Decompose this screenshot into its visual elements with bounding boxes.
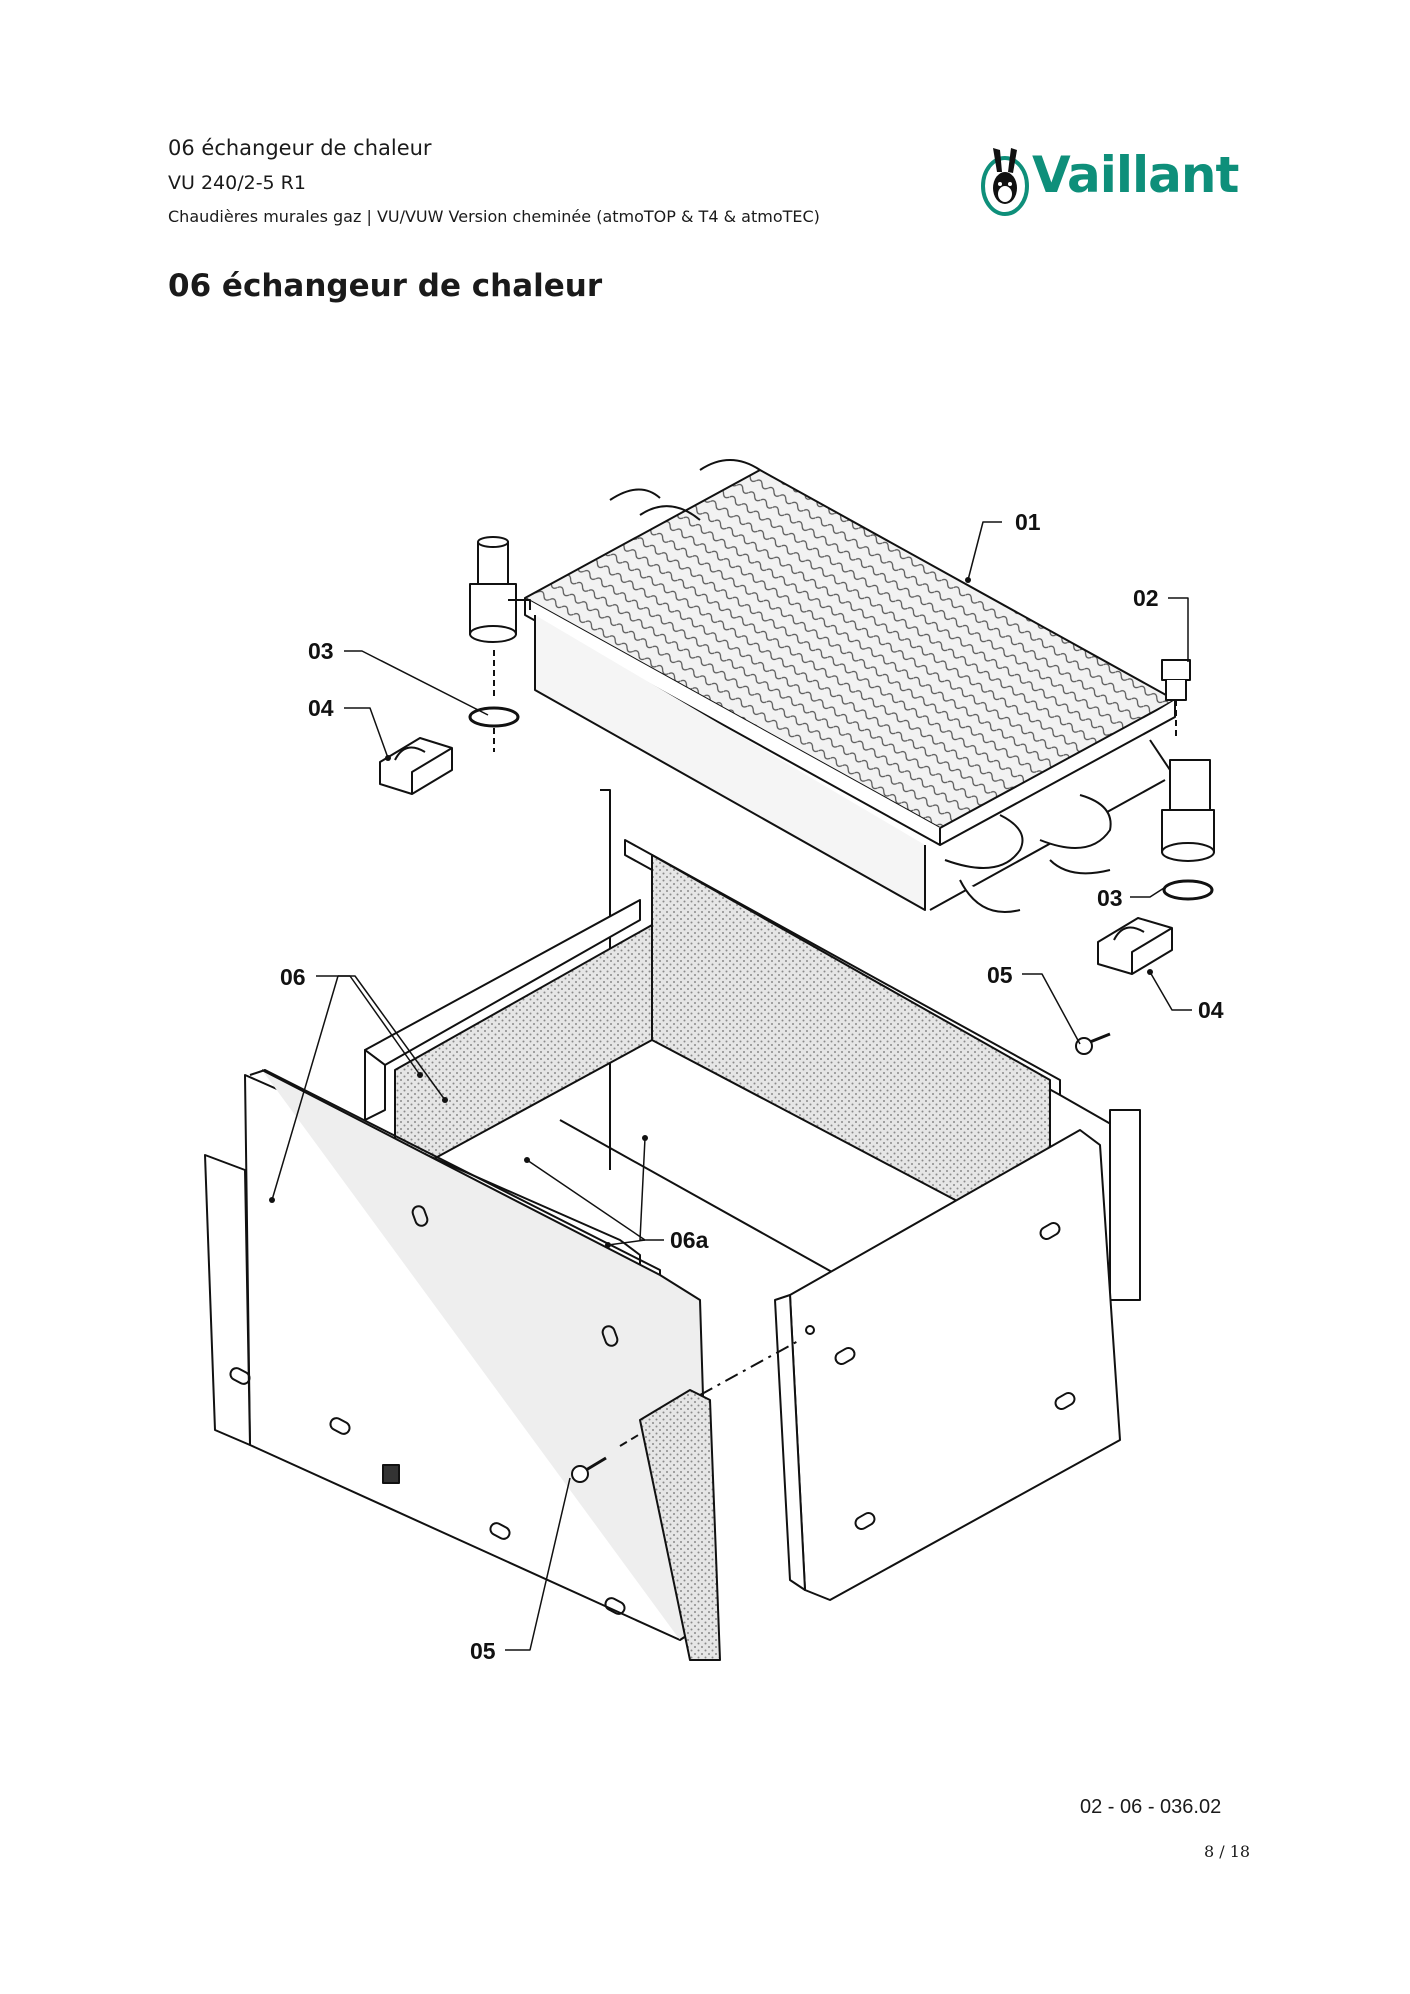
drawing-reference: 02 - 06 - 036.02 bbox=[1080, 1796, 1222, 1818]
part-label-04-left: 04 bbox=[308, 695, 334, 721]
part-label-01: 01 bbox=[1015, 509, 1041, 535]
screw-bottom bbox=[571, 1433, 641, 1483]
page-number: 8 / 18 bbox=[1204, 1842, 1251, 1861]
hare-icon bbox=[981, 148, 1029, 216]
part-label-06: 06 bbox=[280, 964, 306, 990]
pipe-clip-right bbox=[1097, 917, 1173, 975]
part-label-05-top: 05 bbox=[987, 962, 1013, 988]
logo-wordmark: Vaillant bbox=[1032, 146, 1239, 204]
leader-lines bbox=[271, 521, 1192, 1651]
part-label-05-bottom: 05 bbox=[470, 1638, 496, 1664]
header-section-title: 06 échangeur de chaleur bbox=[168, 136, 432, 160]
o-ring-left bbox=[468, 706, 520, 728]
part-label-03-left: 03 bbox=[308, 638, 334, 664]
part-label-04-right: 04 bbox=[1198, 997, 1224, 1023]
o-ring-right bbox=[1162, 879, 1214, 901]
header-category: Chaudières murales gaz | VU/VUW Version … bbox=[168, 207, 820, 226]
temperature-sensor-plug bbox=[1161, 659, 1191, 740]
part-label-02: 02 bbox=[1133, 585, 1159, 611]
page-title: 06 échangeur de chaleur bbox=[168, 268, 603, 304]
header-model: VU 240/2-5 R1 bbox=[168, 172, 306, 194]
part-label-03-right: 03 bbox=[1097, 885, 1123, 911]
pipe-clip-left bbox=[379, 737, 453, 795]
screw-top bbox=[1075, 1032, 1111, 1055]
combustion-chamber bbox=[204, 789, 1141, 1661]
heat-exchanger bbox=[469, 459, 1215, 913]
vaillant-logo: Vaillant bbox=[980, 142, 1250, 222]
part-label-06a: 06a bbox=[670, 1227, 709, 1253]
